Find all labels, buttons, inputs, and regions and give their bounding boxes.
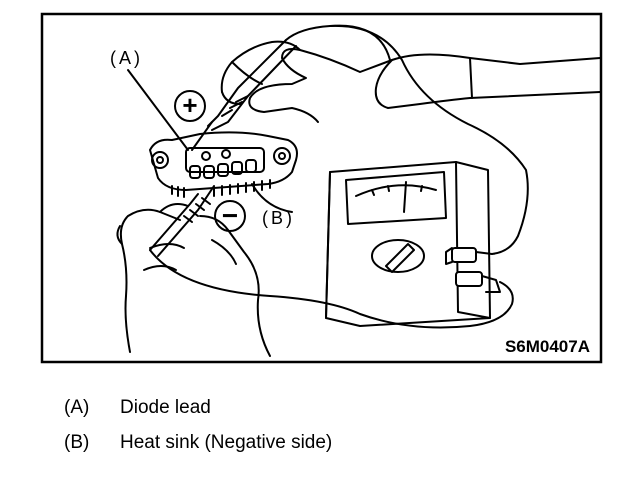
diode-test-illustration: + − (A) (B) S6M0407A: [40, 12, 603, 364]
figure-code: S6M0407A: [505, 337, 590, 356]
negative-probe: [149, 185, 215, 257]
figure-frame: [40, 12, 603, 364]
multimeter: [325, 161, 501, 327]
upper-hand: [220, 40, 601, 123]
legend-item-b: (B) Heat sink (Negative side): [64, 432, 332, 454]
legend-text-a: Diode lead: [120, 397, 211, 418]
callout-label-a: (A): [110, 48, 143, 68]
legend-key-a: (A): [64, 397, 90, 418]
legend-text-b: Heat sink (Negative side): [120, 432, 333, 453]
lower-hand: [116, 203, 271, 357]
positive-symbol: [174, 90, 206, 122]
legend-item-a: (A) Diode lead: [64, 397, 211, 419]
negative-sign: −: [222, 200, 238, 231]
callout-line-a: [127, 69, 189, 151]
callout-label-b: (B): [262, 208, 295, 228]
negative-lead-wire: [149, 249, 514, 329]
callout-line-b: [251, 183, 293, 213]
positive-sign: +: [182, 90, 197, 120]
positive-lead-wire: [329, 24, 529, 255]
legend-key-b: (B): [64, 432, 90, 453]
negative-symbol: [214, 200, 246, 232]
